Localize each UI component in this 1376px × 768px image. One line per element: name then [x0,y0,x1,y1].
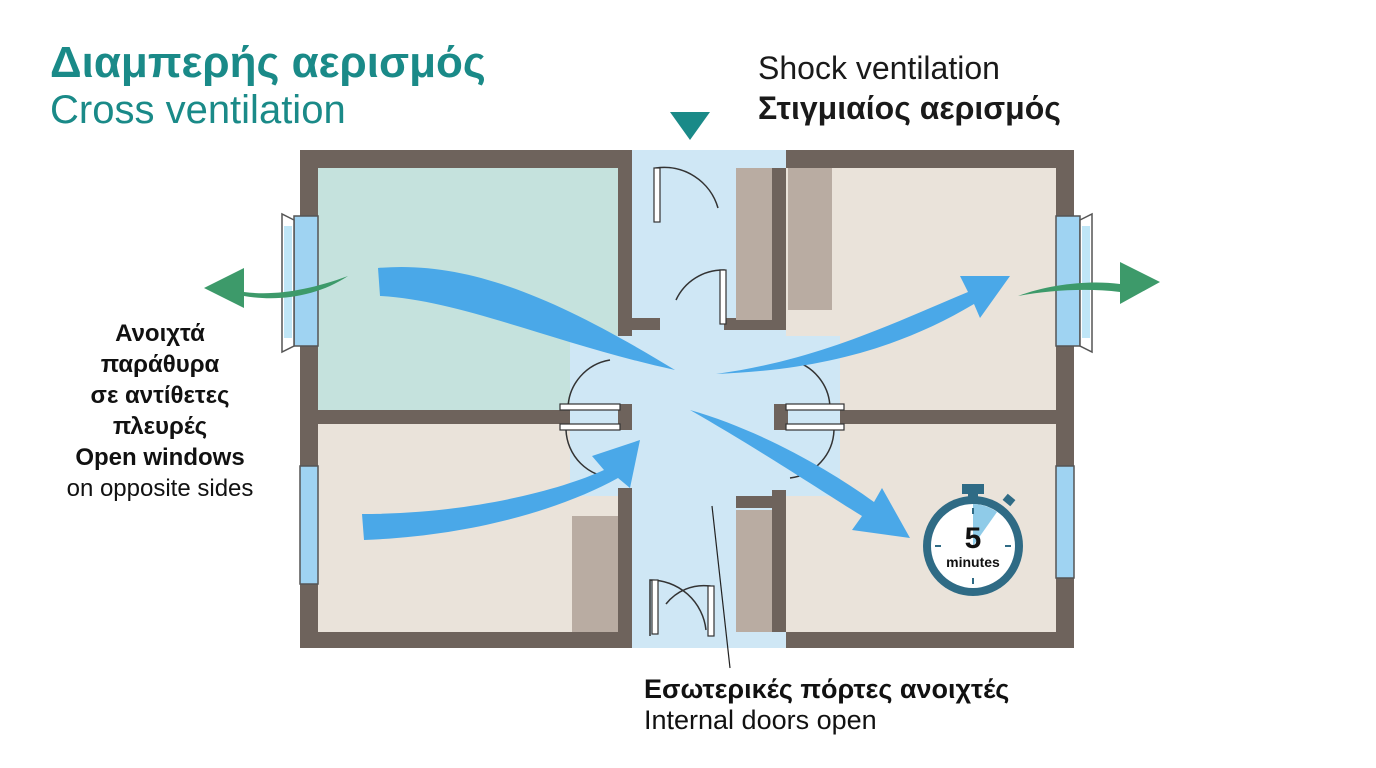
windows-note-line: Ανοιχτά [115,320,205,347]
door-stubs [559,403,845,431]
wall-stub [618,168,632,318]
windows-note-line: Open windows [75,444,245,471]
shock-ventilation-greek: Στιγμιαίος αερισμός [758,90,1061,126]
windows-note-line: σε αντίθετες [90,382,230,409]
wall-stub [618,318,660,330]
wardrobe [736,168,772,320]
airflow-arrow-top-left [378,266,675,370]
window-right-lower [1055,465,1075,579]
wall-stub [772,490,786,632]
shock-ventilation-english: Shock ventilation [758,50,1000,86]
doors-leader-line [711,505,731,669]
title-greek: Διαμπερής αερισμός [50,38,486,87]
stopwatch-icon: 5 minutes [923,484,1023,596]
wall-stub [618,404,632,430]
title-english: Cross ventilation [50,88,346,132]
windows-note-line: on opposite sides [66,475,254,502]
wall-stub [772,168,786,318]
airflow-arrows [362,266,1010,540]
wardrobe [788,168,832,310]
airflow-arrow-bottom-right [690,410,910,538]
wall-stub [736,496,786,508]
doorway-top [654,150,722,168]
wardrobe [572,516,618,632]
outflow-arrow-right [1018,262,1160,304]
airflow-arrow-top-right [716,276,1010,374]
wall-stub [774,404,788,430]
door-leaves [651,167,727,637]
doors-note-greek: Εσωτερικές πόρτες ανοιχτές [644,674,1010,704]
window-left-open [281,212,319,354]
doorway-bottom [654,630,710,648]
outflow-arrows [204,262,1160,308]
timer-value: 5 [965,522,982,555]
windows-note: Ανοιχτά παράθυρα σε αντίθετες πλευρές Op… [40,318,280,504]
wardrobe [736,510,772,632]
window-left-lower [299,465,319,585]
doors-note-english: Internal doors open [644,705,877,735]
outflow-arrow-left [204,268,348,308]
timer-unit: minutes [946,554,1000,570]
wall-stub [618,490,632,632]
wall-stub [724,318,786,330]
entrance-triangle [670,112,710,140]
window-right-open [1055,212,1093,354]
wall-stub [618,488,632,500]
airflow-arrow-bottom-left [362,440,640,540]
windows-note-line: πλευρές [112,413,208,440]
windows-note-line: παράθυρα [100,351,220,378]
